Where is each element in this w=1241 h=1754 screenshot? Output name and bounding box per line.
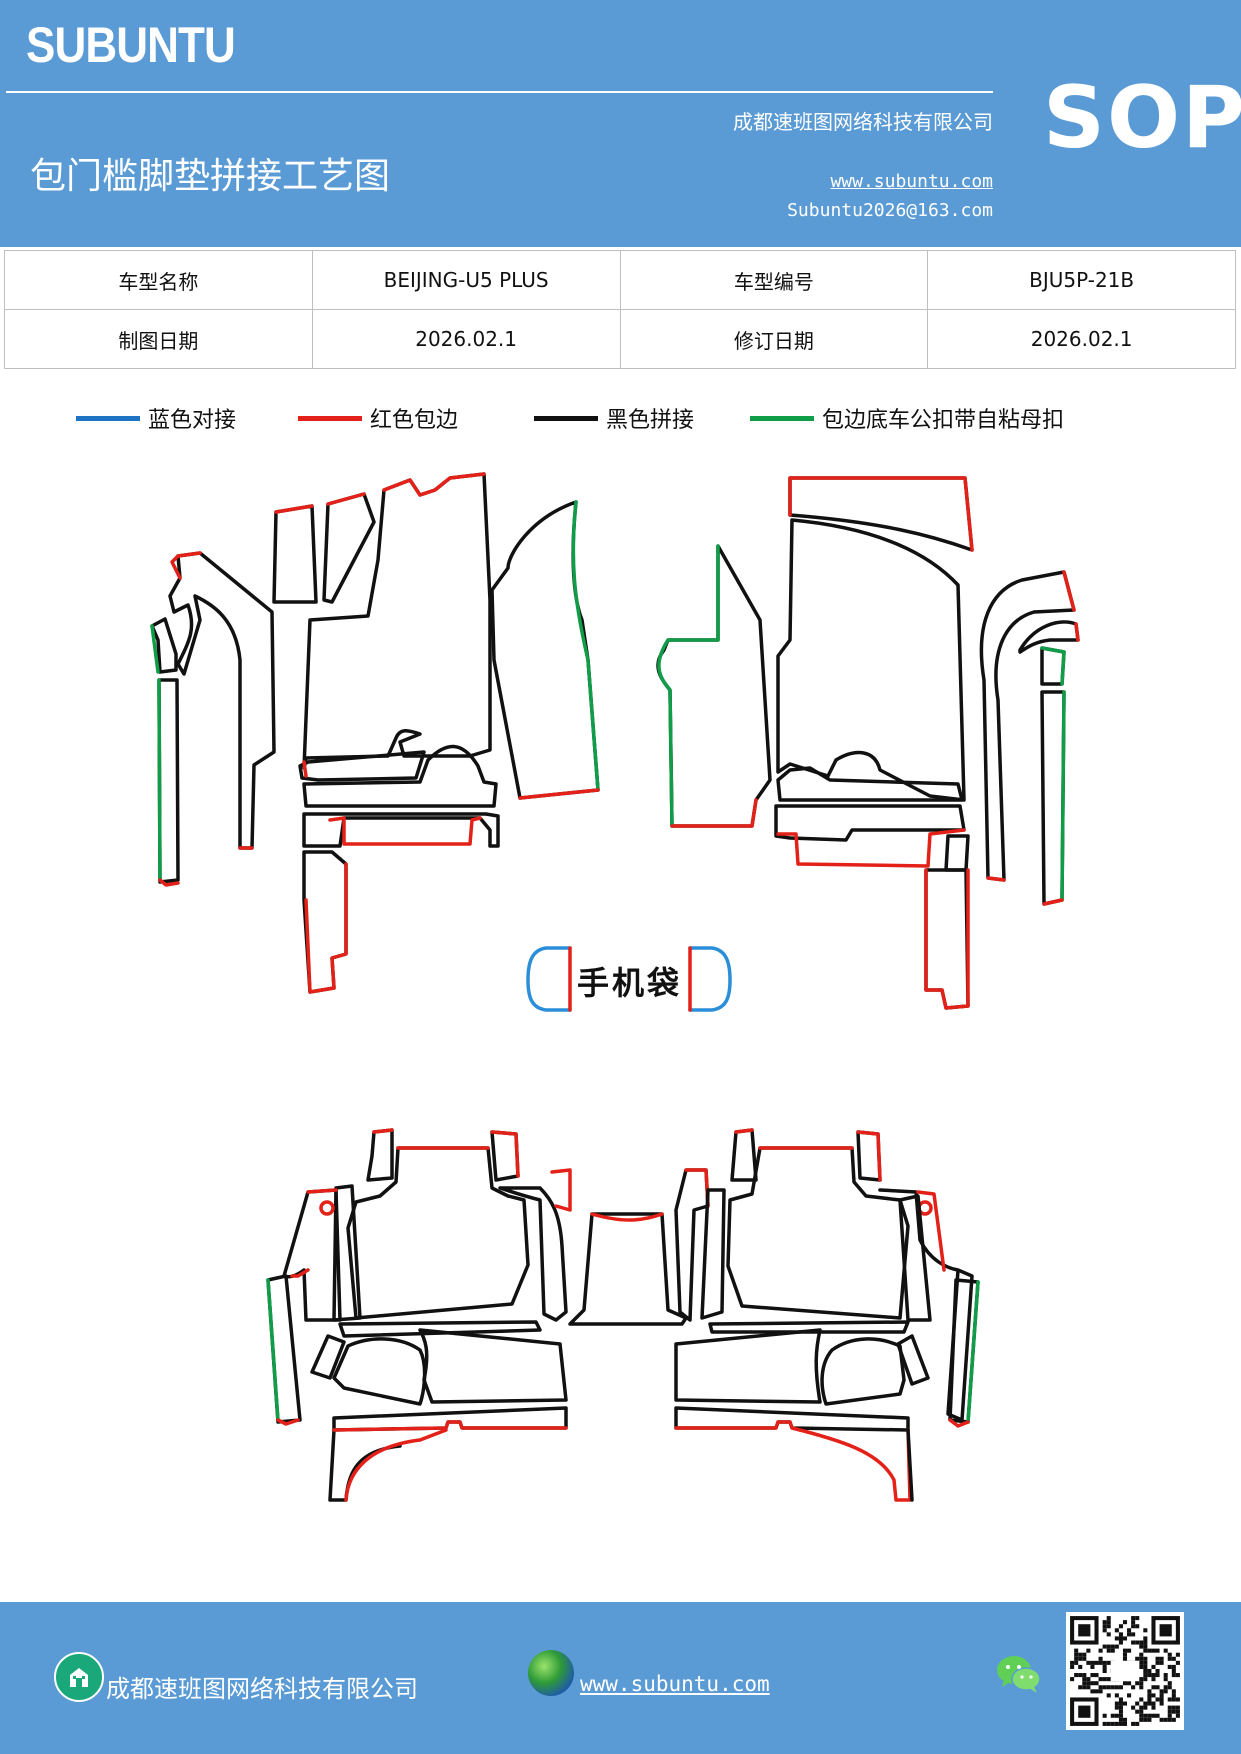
phone-bag-right bbox=[688, 946, 732, 1012]
phone-bag-left bbox=[526, 946, 572, 1012]
legend-black: 黑色拼接 bbox=[534, 402, 694, 434]
phone-bag-label: 手机袋 bbox=[577, 964, 683, 1002]
wechat-icon[interactable] bbox=[996, 1654, 1042, 1698]
legend-black-label: 黑色拼接 bbox=[606, 408, 695, 433]
legend-red-swatch bbox=[298, 415, 362, 421]
brand-logo: SUBUNTU bbox=[26, 17, 236, 73]
mat-piece bbox=[820, 1337, 906, 1406]
legend-blue-swatch bbox=[76, 415, 140, 421]
mat-piece bbox=[776, 518, 966, 802]
mat-piece bbox=[346, 1146, 530, 1320]
info-table: 车型名称 BEIJING-U5 PLUS 车型编号 BJU5P-21B 制图日期… bbox=[4, 250, 1236, 369]
header-divider bbox=[6, 91, 993, 93]
footer-banner: 成都速班图网络科技有限公司 www.subuntu.com bbox=[0, 1602, 1241, 1754]
mat-piece bbox=[674, 1328, 822, 1404]
draw-date-label: 制图日期 bbox=[4, 309, 313, 369]
mat-piece bbox=[944, 834, 970, 872]
mat-piece bbox=[302, 812, 500, 848]
mat-piece bbox=[700, 1188, 726, 1320]
mat-piece bbox=[730, 1128, 758, 1182]
footer-website-link[interactable]: www.subuntu.com bbox=[580, 1672, 770, 1696]
model-code-label: 车型编号 bbox=[619, 250, 929, 310]
mat-piece bbox=[338, 1320, 542, 1338]
mat-piece bbox=[157, 678, 180, 884]
mat-piece bbox=[896, 1334, 930, 1386]
mat-piece bbox=[418, 1328, 568, 1404]
legend: 蓝色对接 红色包边 黑色拼接 包边底车公扣带自粘母扣 bbox=[0, 402, 1241, 438]
mat-piece bbox=[979, 570, 1076, 882]
revise-date-label: 修订日期 bbox=[619, 309, 929, 369]
mat-piece bbox=[150, 617, 178, 674]
fastener-hole bbox=[319, 1200, 335, 1216]
bottom-left-mats bbox=[266, 1128, 572, 1502]
legend-red: 红色包边 bbox=[298, 402, 458, 434]
legend-blue: 蓝色对接 bbox=[76, 402, 236, 434]
mat-piece bbox=[776, 766, 964, 802]
table-row: 车型名称 BEIJING-U5 PLUS 车型编号 BJU5P-21B bbox=[4, 250, 1236, 310]
draw-date-value: 2026.02.1 bbox=[311, 309, 621, 369]
mat-piece bbox=[898, 1194, 932, 1322]
mat-piece bbox=[322, 492, 376, 604]
mat-piece bbox=[656, 544, 772, 828]
mat-piece bbox=[302, 744, 498, 808]
model-name-label: 车型名称 bbox=[4, 250, 313, 310]
mat-piece bbox=[302, 472, 492, 770]
mat-piece bbox=[708, 1320, 910, 1334]
legend-green-swatch bbox=[750, 415, 814, 421]
revise-date-value: 2026.02.1 bbox=[927, 309, 1236, 369]
building-icon bbox=[54, 1652, 104, 1702]
mat-piece bbox=[366, 1128, 394, 1182]
sop-badge: SOP bbox=[1043, 68, 1241, 168]
mat-piece bbox=[490, 1130, 520, 1182]
mat-piece bbox=[924, 868, 970, 1010]
table-row: 制图日期 2026.02.1 修订日期 2026.02.1 bbox=[4, 309, 1236, 369]
legend-blue-label: 蓝色对接 bbox=[148, 408, 237, 433]
legend-green: 包边底车公扣带自粘母扣 bbox=[750, 402, 1064, 434]
qr-code[interactable] bbox=[1066, 1612, 1184, 1730]
mat-piece bbox=[332, 1337, 427, 1406]
mat-piece bbox=[310, 1334, 346, 1380]
document-title: 包门槛脚垫拼接工艺图 bbox=[30, 156, 391, 197]
model-name-value: BEIJING-U5 PLUS bbox=[311, 250, 621, 310]
mat-piece bbox=[272, 504, 318, 604]
header-company: 成都速班图网络科技有限公司 bbox=[733, 110, 993, 134]
header-website-link[interactable]: www.subuntu.com bbox=[830, 171, 993, 192]
legend-green-label: 包边底车公扣带自粘母扣 bbox=[822, 408, 1065, 433]
mat-piece bbox=[168, 551, 276, 850]
mat-piece-center bbox=[568, 1212, 688, 1326]
globe-icon bbox=[528, 1650, 574, 1696]
legend-red-label: 红色包边 bbox=[370, 408, 459, 433]
header-email[interactable]: Subuntu2026@163.com bbox=[787, 200, 993, 221]
top-left-mats bbox=[150, 472, 600, 994]
legend-black-swatch bbox=[534, 415, 598, 421]
footer-company: 成都速班图网络科技有限公司 bbox=[106, 1675, 418, 1703]
mat-piece bbox=[332, 1184, 362, 1322]
mat-piece bbox=[490, 500, 600, 800]
top-right-mats bbox=[656, 476, 1080, 1010]
mat-splicing-diagram bbox=[150, 472, 1080, 1502]
phone-bag bbox=[526, 946, 732, 1012]
bottom-right-mats bbox=[674, 1128, 980, 1502]
header-banner: SUBUNTU 成都速班图网络科技有限公司 包门槛脚垫拼接工艺图 www.sub… bbox=[0, 0, 1241, 247]
model-code-value: BJU5P-21B bbox=[927, 250, 1236, 310]
qr-code-pattern bbox=[1070, 1616, 1180, 1726]
mat-piece bbox=[774, 804, 966, 842]
